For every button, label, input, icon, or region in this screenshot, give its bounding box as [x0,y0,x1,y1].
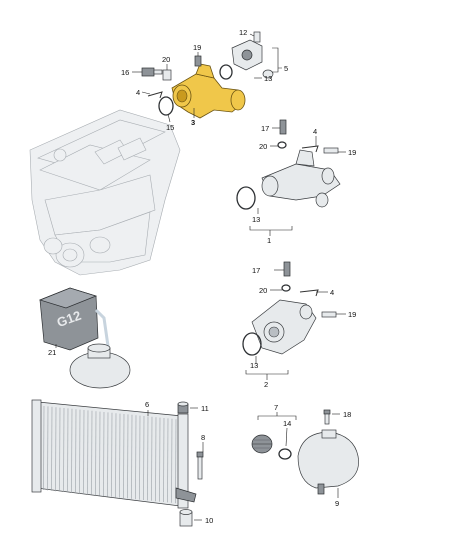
label-7: 7 [274,403,278,412]
clip-4-top [148,92,162,98]
sensor-20-top [163,64,171,80]
coolant-flange-housing [172,64,245,118]
label-13-h1: 13 [252,215,260,224]
expansion-reservoir-9 [298,430,359,494]
label-10: 10 [205,516,213,525]
label-1: 1 [267,236,271,245]
engine-block [30,110,180,275]
label-13-h2: 13 [250,361,258,370]
bolt-8 [197,452,203,479]
label-13-top: 13 [264,74,272,83]
label-19-h2: 19 [348,310,356,319]
label-12: 12 [239,28,247,37]
seal-ring-14 [279,449,291,459]
label-4-h2: 4 [330,288,334,297]
label-17-h2: 17 [252,266,260,275]
label-4-top: 4 [136,88,140,97]
label-6: 6 [145,400,149,409]
label-18: 18 [343,410,351,419]
label-20-h2: 20 [259,286,267,295]
label-5: 5 [284,64,288,73]
label-21: 21 [48,348,56,357]
screw-18 [324,410,330,424]
label-9: 9 [335,499,339,508]
label-20-top: 20 [162,55,170,64]
cap-11 [178,402,188,413]
label-16: 16 [121,68,129,77]
bolt-19-top [195,52,201,66]
label-14: 14 [283,419,291,428]
label-2: 2 [264,380,268,389]
flange-group-5 [220,32,273,79]
reservoir-cap-7 [252,435,272,453]
label-11: 11 [201,404,209,413]
label-15: 15 [166,123,174,132]
label-20-h1: 20 [259,142,267,151]
label-4-h1: 4 [313,127,317,136]
label-17-h1: 17 [261,124,269,133]
label-8: 8 [201,433,205,442]
label-19-top: 19 [193,43,201,52]
o-ring-15 [159,97,173,115]
housing-variant-1 [237,120,340,209]
temperature-sender-16 [142,68,162,76]
coolant-additive-bottle: G12 [40,288,108,350]
radiator [32,400,196,508]
expansion-tank-left [70,344,130,388]
label-19-h1: 19 [348,148,356,157]
housing-variant-2 [243,262,336,355]
label-3: 3 [191,118,195,127]
rubber-bush-10 [180,510,192,527]
